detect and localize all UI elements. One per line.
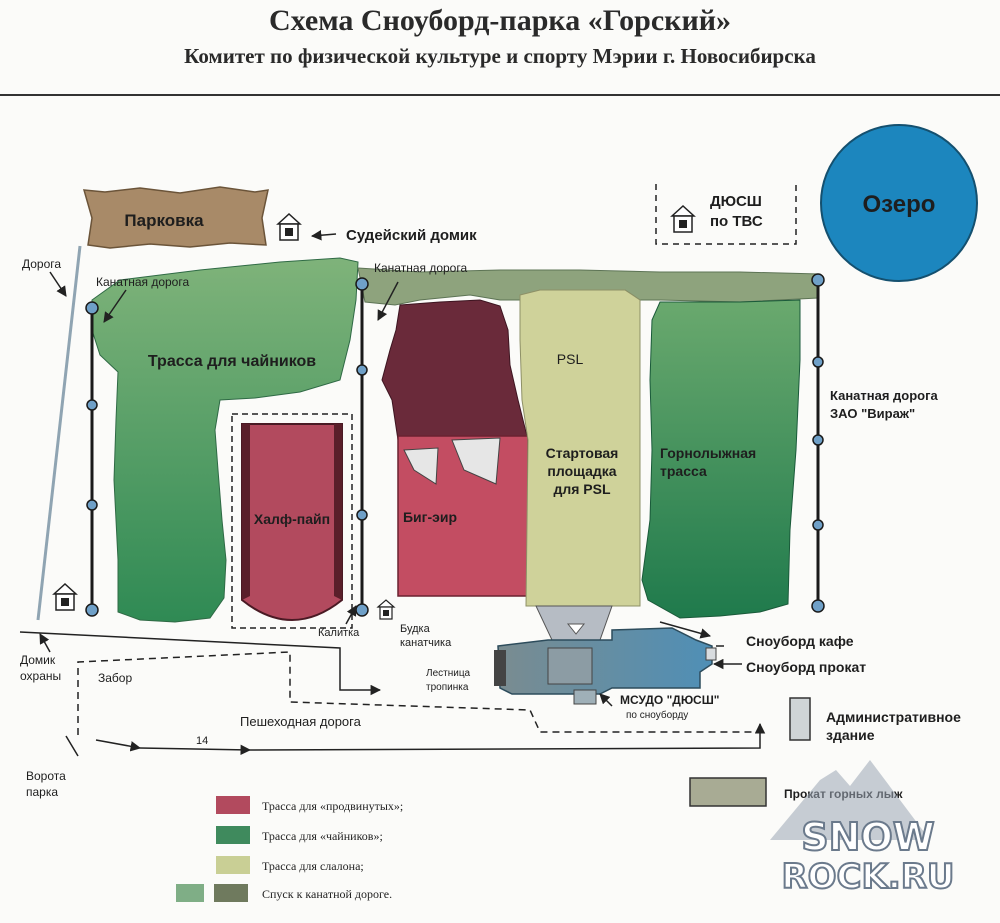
stairs-label-2: тропинка (426, 682, 469, 693)
lake (820, 124, 978, 282)
halfpipe-boundary (231, 413, 353, 629)
cafe-door (705, 647, 717, 661)
park-gate-label-2: парка (26, 785, 58, 799)
path-to-stairs (19, 631, 382, 696)
admin-building (789, 697, 811, 741)
lake-label: Озеро (863, 191, 936, 218)
snowboard-rental-label: Сноуборд прокат (746, 659, 866, 675)
beginner-trail-label: Трасса для чайников (148, 353, 316, 370)
halfpipe (241, 423, 343, 621)
ski-trail-label-1: Горнолыжная (660, 445, 756, 461)
judge-house-arrow (310, 229, 337, 241)
guard-house-arrow (39, 633, 51, 653)
ski-trail (641, 299, 801, 619)
cable-road-right-label-1: Канатная дорога (830, 388, 939, 403)
dyussh-tvs-house-icon (670, 204, 696, 233)
cable-road-left-label: Канатная дорога (96, 275, 189, 289)
cable-road-mid (355, 277, 369, 617)
cable-descent-strip (357, 267, 821, 306)
psl-start-label-3: для PSL (553, 481, 611, 497)
fence-label: Забор (98, 671, 132, 685)
admin-label-1: Административное (826, 709, 961, 725)
legend: Трасса для «продвинутых»; Трасса для «ча… (176, 796, 403, 902)
road-number-label: 14 (196, 735, 208, 747)
big-air-label: Биг-эир (403, 509, 457, 525)
road-label: Дорога (22, 257, 61, 271)
parking-area (82, 186, 269, 249)
legend-swatch-beginner (216, 826, 250, 844)
cable-left-arrow (103, 289, 127, 323)
legend-swatch-advanced (216, 796, 250, 814)
park-gate-label-1: Ворота (26, 769, 66, 783)
road-line (36, 245, 82, 621)
legend-label-beginner: Трасса для «чайников»; (262, 829, 383, 843)
park-gate-mark (65, 735, 79, 757)
ski-rental-building (689, 777, 767, 807)
cable-road-right-label-2: ЗАО "Вираж" (830, 406, 915, 421)
snowrock-watermark: SNOW ROCK.RU (770, 760, 956, 898)
psl-start-label-1: Стартовая (546, 445, 619, 461)
header-divider (0, 94, 1000, 96)
parking-label: Парковка (124, 211, 204, 230)
operator-booth-label-1: Будка (400, 623, 431, 635)
stairs-label-1: Лестница (426, 668, 471, 679)
watermark-line-2: ROCK.RU (781, 857, 954, 897)
cafe-arrow (659, 621, 712, 639)
judge-house-label: Судейский домик (346, 227, 477, 244)
dyussh-tvs-label-2: по ТВС (710, 213, 763, 230)
big-air-inrun (381, 299, 529, 441)
start-house (547, 647, 593, 685)
map-subtitle: Комитет по физической культуре и спорту … (184, 44, 816, 68)
guard-house-label-1: Домик (20, 653, 56, 667)
cable-mid-arrow (377, 281, 399, 321)
psl-start-label-2: площадка (547, 463, 616, 479)
musudo-arrow (599, 693, 613, 707)
fence-line (77, 651, 760, 735)
dyussh-tvs-label-1: ДЮСШ (710, 193, 762, 210)
legend-swatch-descent-2 (214, 884, 248, 902)
map-title: Схема Сноуборд-парка «Горский» (268, 4, 732, 37)
cable-road-left (85, 301, 99, 617)
admin-label-2: здание (826, 727, 875, 743)
gate-arrow (345, 605, 357, 625)
musudo-label-1: МСУДО "ДЮСШ" (620, 693, 719, 707)
cable-road-mid-label: Канатная дорога (374, 261, 467, 275)
gate-label: Калитка (318, 627, 360, 639)
dyussh-tvs-boundary (655, 182, 797, 245)
snowboard-cafe-label: Сноуборд кафе (746, 633, 854, 649)
pedestrian-arrow-2 (139, 744, 252, 756)
ski-trail-label-2: трасса (660, 463, 707, 479)
stairs-block (494, 650, 506, 686)
pedestrian-arrow-1 (95, 739, 142, 752)
legend-label-descent: Спуск к канатной дороге. (262, 887, 392, 901)
halfpipe-label: Халф-пайп (254, 511, 330, 527)
psl-label: PSL (557, 351, 584, 367)
big-air-kicker-1 (403, 447, 439, 485)
cable-road-right (811, 273, 825, 613)
musudo-building (573, 689, 597, 705)
judge-house-icon (276, 212, 302, 241)
legend-swatch-descent-1 (176, 884, 204, 902)
legend-swatch-slalom (216, 856, 250, 874)
pedestrian-arrow-3 (249, 722, 766, 751)
road-arrow (49, 271, 67, 297)
guard-house-icon (52, 582, 78, 611)
psl-start-funnel (535, 605, 613, 641)
watermark-line-1: SNOW (801, 815, 934, 859)
pedestrian-road-label: Пешеходная дорога (240, 714, 362, 729)
beginner-trail (91, 257, 359, 623)
funnel-marker-icon (566, 623, 586, 635)
legend-label-advanced: Трасса для «продвинутых»; (262, 799, 403, 813)
operator-booth-icon (376, 599, 396, 620)
musudo-label-2: по сноуборду (626, 709, 688, 721)
big-air-kicker-2 (451, 437, 501, 485)
operator-booth-label-2: канатчика (400, 637, 452, 649)
guard-house-label-2: охраны (20, 669, 61, 683)
legend-label-slalom: Трасса для слалона; (262, 859, 364, 873)
base-complex (497, 627, 713, 695)
